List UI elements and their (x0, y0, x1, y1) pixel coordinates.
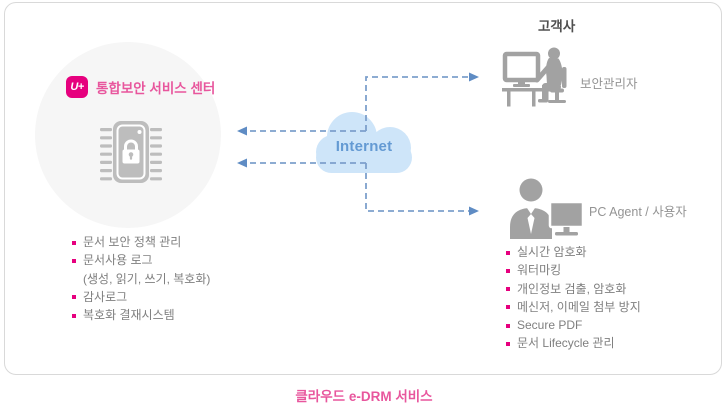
bullet-square-icon (72, 313, 76, 318)
feature-label: 감사로그 (83, 289, 128, 304)
bullet-square-icon (72, 295, 76, 300)
list-item: 실시간 암호화 (506, 245, 641, 263)
feature-label: 문서사용 로그 (83, 253, 153, 268)
security-center-circle (35, 42, 221, 228)
bullet-square-icon (72, 240, 76, 245)
list-item: 문서 보안 정책 관리 (72, 235, 210, 253)
feature-label: (생성, 읽기, 쓰기, 복호화) (83, 271, 211, 286)
list-item: 문서 Lifecycle 관리 (506, 336, 641, 354)
admin-label: 보안관리자 (580, 77, 638, 91)
list-item: Secure PDF (506, 318, 641, 336)
security-center-header: U+ 통합보안 서비스 센터 (66, 76, 215, 98)
agent-label: PC Agent / 사용자 (589, 205, 687, 219)
bullet-square-icon (506, 287, 510, 292)
bullet-square-icon (506, 341, 510, 346)
feature-label: Secure PDF (517, 318, 583, 333)
list-item: 복호화 결재시스템 (72, 308, 210, 326)
list-item: 메신저, 이메일 첨부 방지 (506, 300, 641, 318)
bullet-square-icon (72, 258, 76, 263)
feature-label: 워터마킹 (517, 263, 562, 278)
feature-label: 문서 Lifecycle 관리 (517, 336, 615, 351)
bullet-square-icon (506, 268, 510, 273)
bullet-square-icon (506, 323, 510, 328)
list-item: 감사로그 (72, 290, 210, 308)
uplus-logo-icon: U+ (66, 76, 88, 98)
hub-feature-list: 문서 보안 정책 관리 문서사용 로그 (생성, 읽기, 쓰기, 복호화) 감사… (72, 235, 210, 326)
list-item: 개인정보 검출, 암호화 (506, 282, 641, 300)
diagram-caption: 클라우드 e-DRM 서비스 (295, 389, 433, 404)
feature-label: 개인정보 검출, 암호화 (517, 281, 627, 296)
list-item: 문서사용 로그 (72, 253, 210, 271)
bullet-square-icon (506, 305, 510, 310)
security-center-title: 통합보안 서비스 센터 (96, 81, 216, 96)
feature-label: 문서 보안 정책 관리 (83, 235, 182, 249)
feature-label: 복호화 결재시스템 (83, 308, 175, 323)
internet-label: Internet (335, 138, 393, 155)
list-item-continuation: (생성, 읽기, 쓰기, 복호화) (72, 272, 210, 290)
list-item: 워터마킹 (506, 263, 641, 281)
feature-label: 메신저, 이메일 첨부 방지 (517, 299, 641, 314)
bullet-square-icon (506, 250, 510, 255)
customer-title: 고객사 (538, 19, 576, 34)
agent-feature-list: 실시간 암호화 워터마킹 개인정보 검출, 암호화 메신저, 이메일 첨부 방지… (506, 245, 641, 355)
feature-label: 실시간 암호화 (517, 245, 587, 259)
